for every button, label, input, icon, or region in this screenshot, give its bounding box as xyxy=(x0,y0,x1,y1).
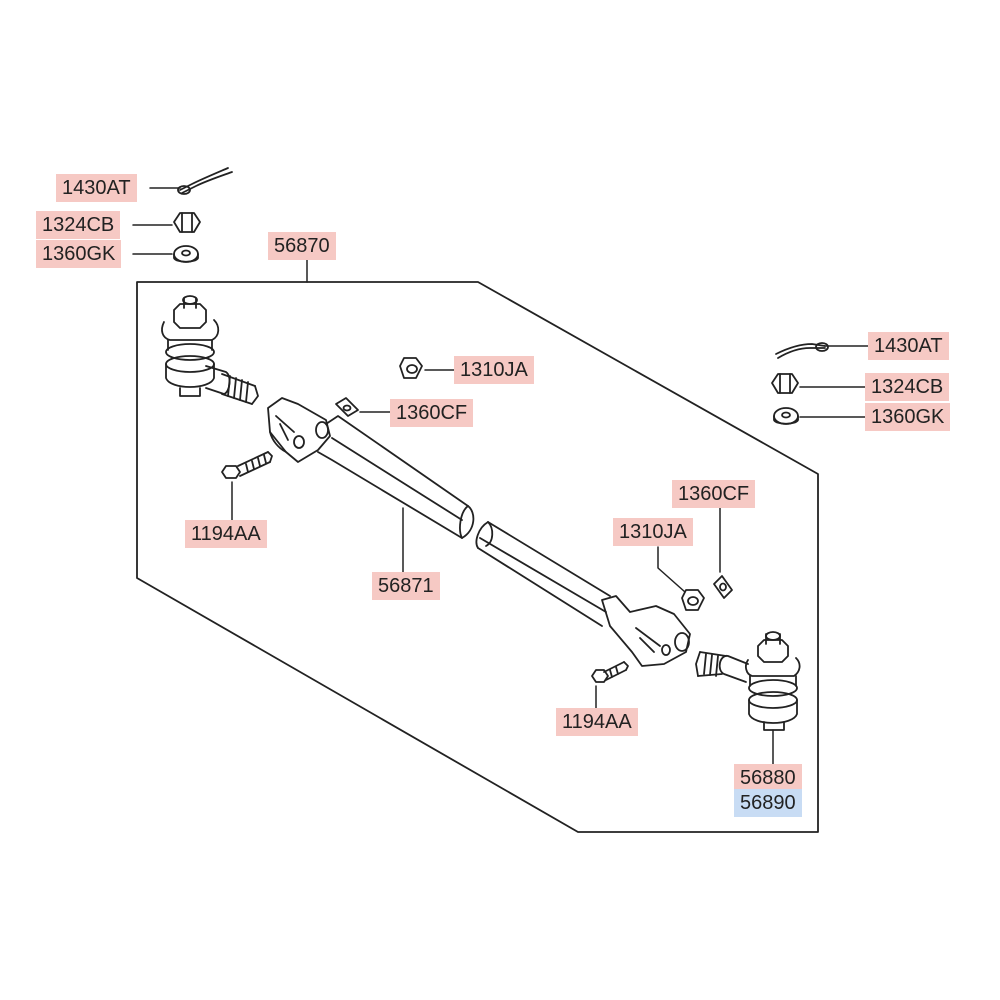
castle-nut-left-icon xyxy=(173,212,201,233)
clamp-right-icon xyxy=(601,595,691,667)
label-tie-rod-end-rh[interactable]: 56890 xyxy=(734,789,802,817)
washer-right-icon xyxy=(773,407,799,425)
label-washer-lower[interactable]: 1360CF xyxy=(672,480,756,508)
assembly-boundary xyxy=(136,281,819,833)
bolt-right-icon xyxy=(591,661,629,683)
label-nut-lower[interactable]: 1310JA xyxy=(613,518,693,546)
nut-upper-icon xyxy=(399,357,423,379)
tie-rod-end-right-icon xyxy=(695,631,801,731)
label-castle-nut-right[interactable]: 1324CB xyxy=(865,373,950,401)
leader-lines xyxy=(132,187,869,765)
tube-lower-icon xyxy=(475,521,611,627)
label-split-pin-left[interactable]: 1430AT xyxy=(56,174,137,202)
bolt-left-icon xyxy=(221,451,273,479)
washer-left-icon xyxy=(173,245,199,263)
label-castle-nut-left[interactable]: 1324CB xyxy=(36,211,121,239)
label-washer-left[interactable]: 1360GK xyxy=(36,240,122,268)
tie-rod-end-left-icon xyxy=(161,295,259,405)
nut-lower-icon xyxy=(681,589,705,611)
label-bolt-left[interactable]: 1194AA xyxy=(185,520,267,548)
label-assembly[interactable]: 56870 xyxy=(268,232,336,260)
washer-lower-icon xyxy=(713,575,733,599)
castle-nut-right-icon xyxy=(771,373,799,394)
label-nut-upper[interactable]: 1310JA xyxy=(454,356,534,384)
split-pin-right-icon xyxy=(775,342,829,359)
split-pin-left-icon xyxy=(177,167,233,195)
label-split-pin-right[interactable]: 1430AT xyxy=(868,332,949,360)
washer-upper-icon xyxy=(335,397,359,417)
label-bolt-right[interactable]: 1194AA xyxy=(556,708,638,736)
label-tube[interactable]: 56871 xyxy=(372,572,440,600)
tube-upper-icon xyxy=(317,415,475,539)
clamp-left-icon xyxy=(267,397,331,463)
label-tie-rod-end-lh[interactable]: 56880 xyxy=(734,764,802,792)
label-washer-upper[interactable]: 1360CF xyxy=(390,399,474,427)
label-washer-right[interactable]: 1360GK xyxy=(865,403,951,431)
